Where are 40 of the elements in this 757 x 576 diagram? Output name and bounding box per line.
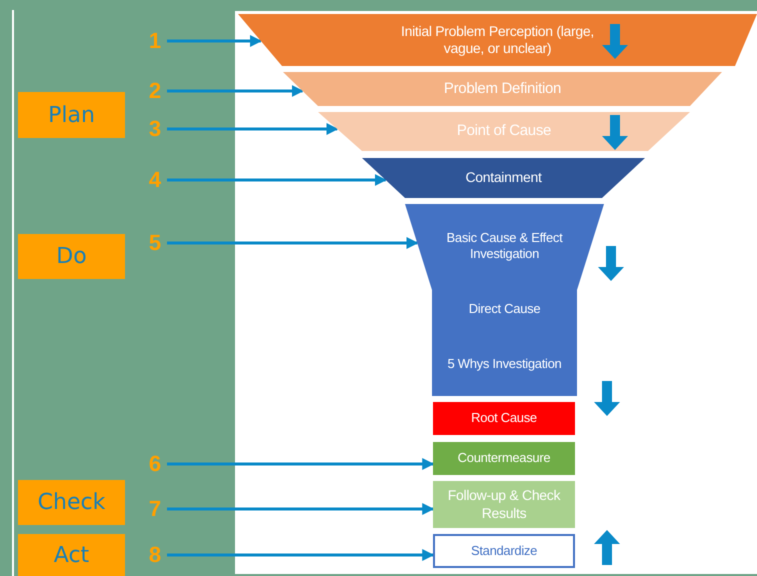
process-box [433, 442, 575, 475]
step-number: 1 [145, 29, 165, 53]
arrow [167, 458, 434, 470]
step-number: 8 [145, 543, 165, 567]
stage-label: Direct Cause [468, 301, 540, 318]
arrow [167, 237, 418, 249]
phase-box: Act [18, 534, 125, 576]
step-number: 2 [145, 79, 165, 103]
stage-label: Problem Definition [444, 80, 562, 98]
stage-label: Basic Cause & Effect Investigation [446, 230, 564, 262]
step-number: 5 [145, 231, 165, 255]
step-number: 3 [145, 117, 165, 141]
stage-label: Follow-up & Check Results [446, 487, 562, 522]
stage-label: Point of Cause [456, 122, 552, 141]
funnel-stage [318, 112, 690, 151]
process-box [433, 534, 575, 568]
process-box [433, 402, 575, 435]
arrow [167, 174, 387, 186]
phase-box: Check [18, 480, 125, 525]
funnel-stage [362, 158, 645, 198]
stage-label: Containment [465, 169, 542, 187]
funnel-stage [283, 72, 722, 106]
stage-label: Standardize [470, 542, 538, 560]
phase-box: Do [18, 234, 125, 279]
funnel-stage [405, 204, 604, 396]
arrow [167, 503, 434, 515]
funnel-stage [238, 14, 757, 66]
arrow [167, 35, 262, 47]
arrow [167, 549, 434, 561]
step-number: 6 [145, 452, 165, 476]
stage-label: Root Cause [471, 410, 537, 427]
step-number: 7 [145, 497, 165, 521]
stage-label: Initial Problem Perception (large, vague, or unclear) [400, 22, 595, 58]
process-box [433, 481, 575, 528]
arrow [167, 123, 338, 135]
stage-label: 5 Whys Investigation [448, 356, 562, 372]
step-number: 4 [145, 168, 165, 192]
phase-box: Plan [18, 92, 125, 138]
arrow [167, 85, 304, 97]
stage-label: Countermeasure [458, 450, 550, 467]
